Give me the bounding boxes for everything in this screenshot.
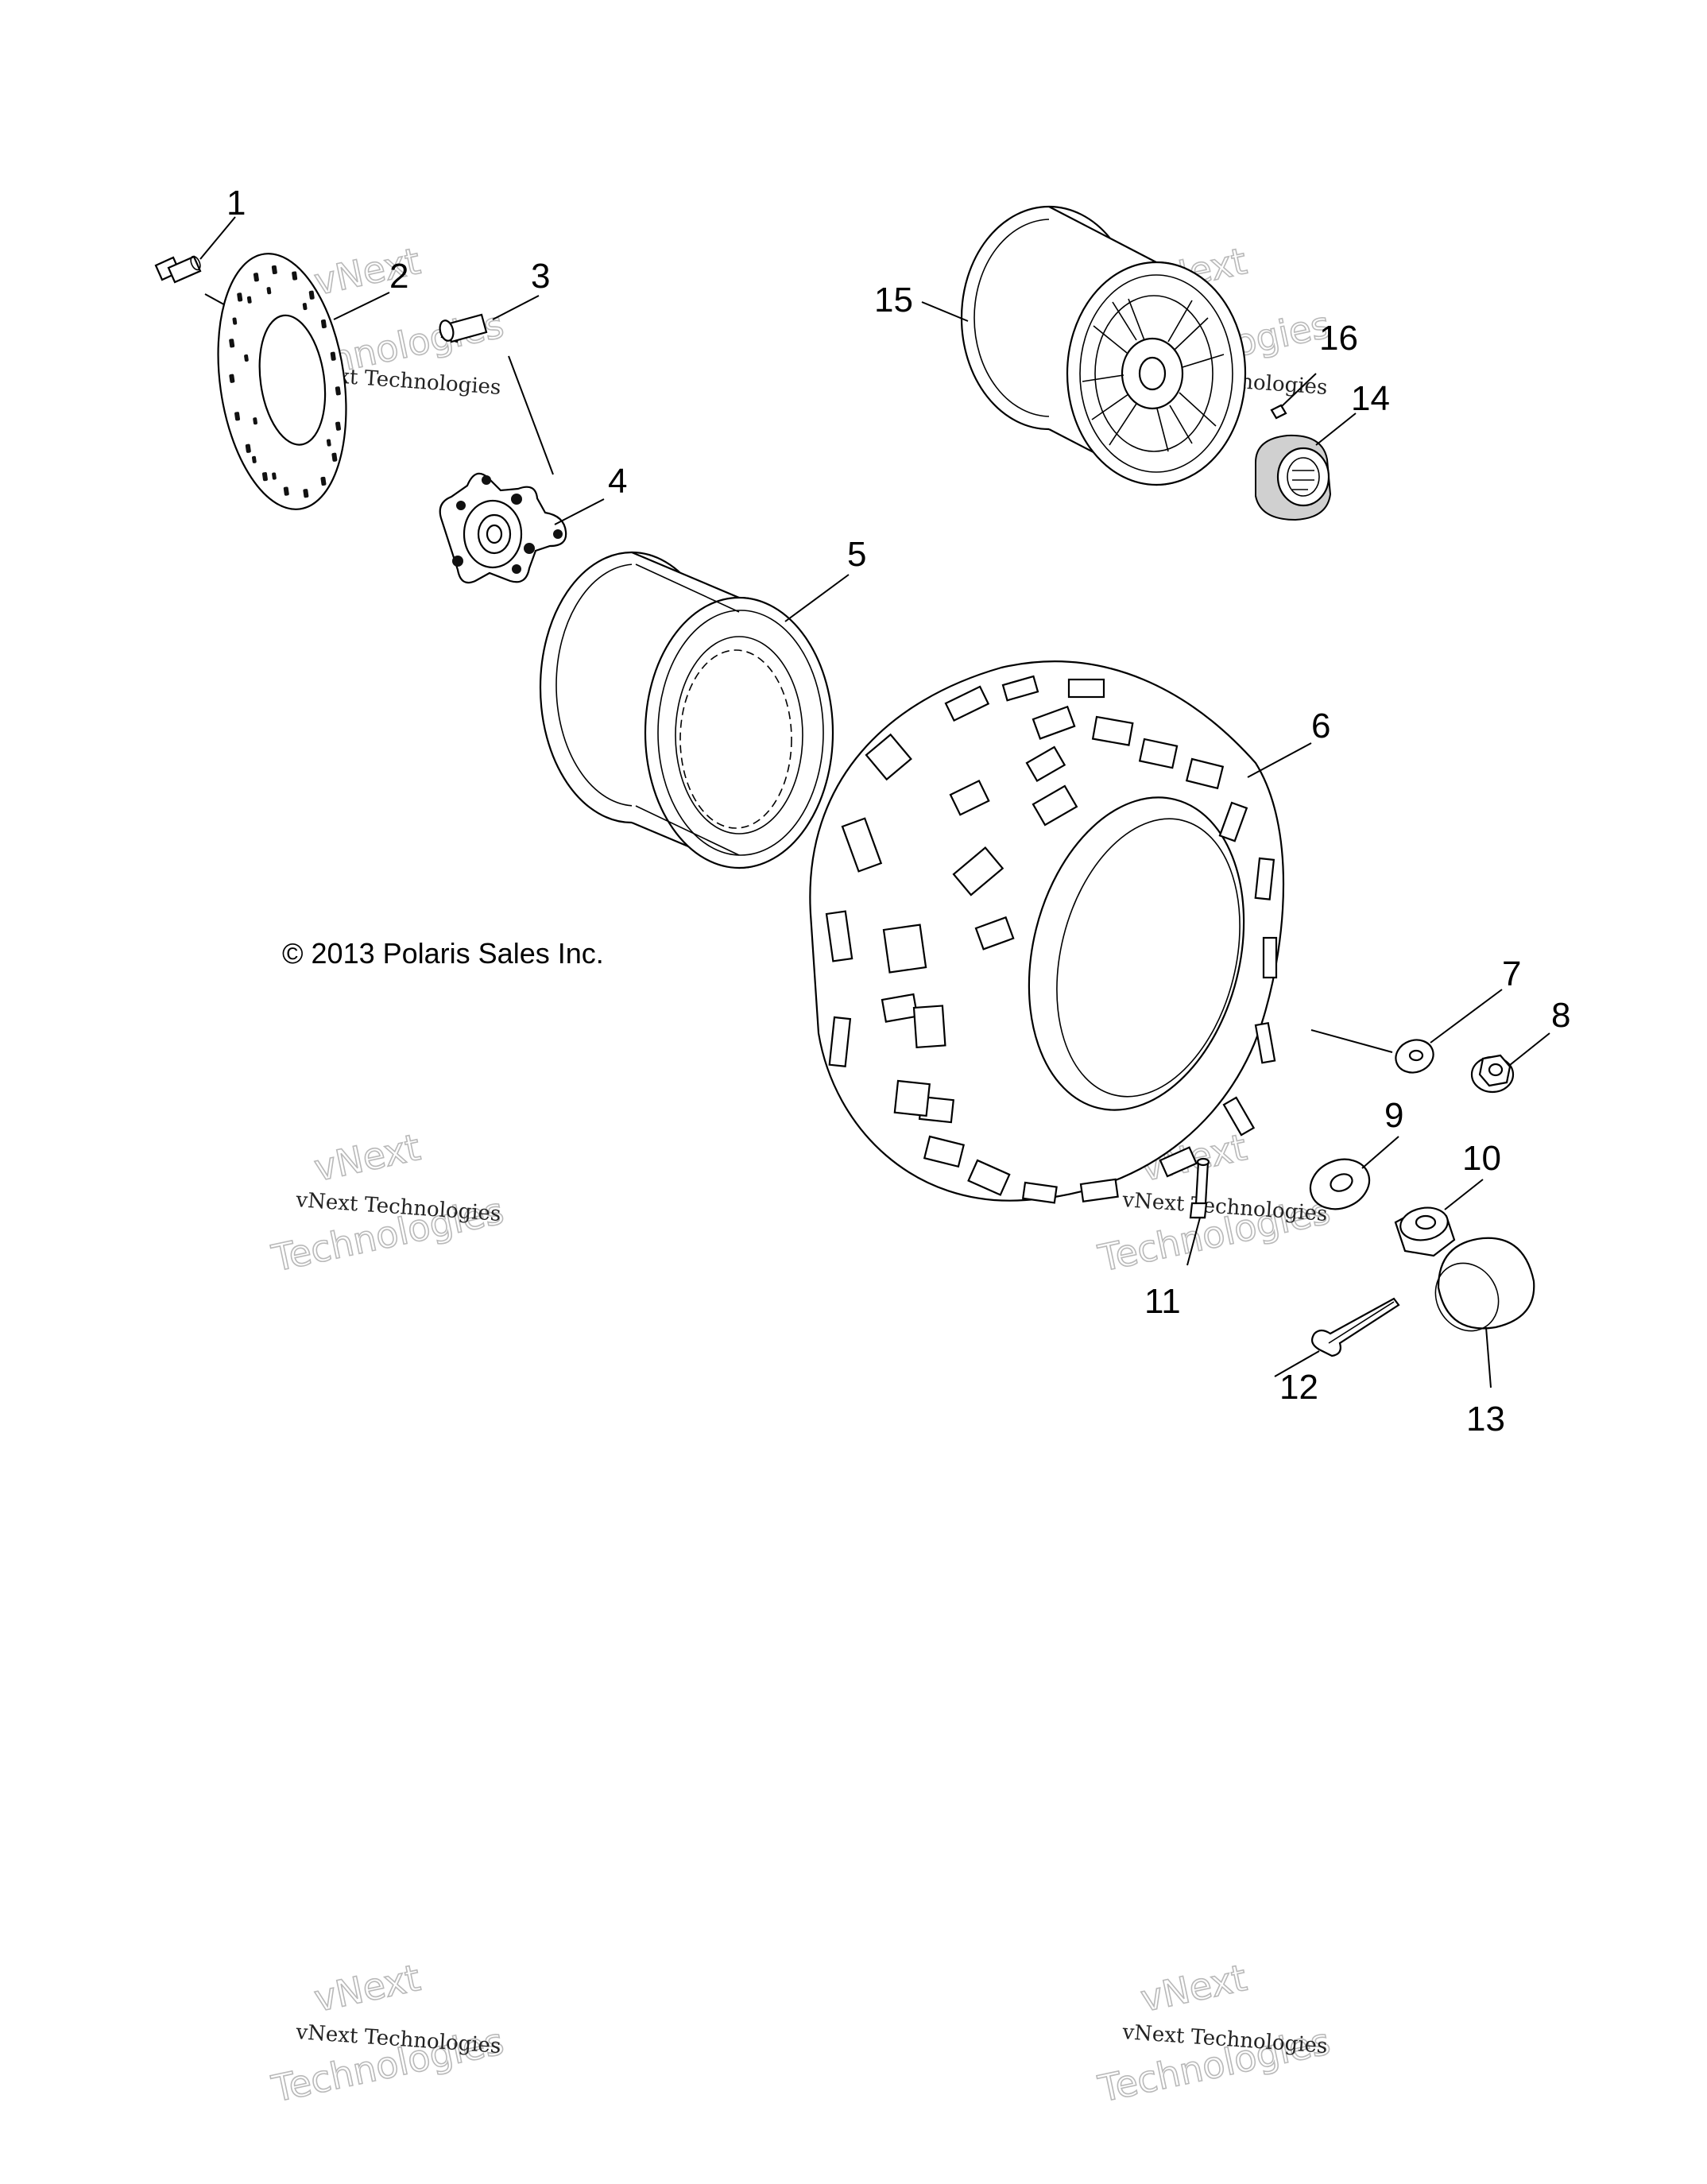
leader-line-9: [1361, 1136, 1399, 1169]
callout-8: 8: [1551, 996, 1570, 1035]
callout-1: 1: [226, 184, 246, 223]
part-2-brake-disc: [217, 253, 347, 510]
callout-2: 2: [389, 257, 408, 296]
svg-text:vNext: vNext: [1137, 1956, 1251, 2020]
callout-3: 3: [531, 257, 550, 296]
part-15-rear-rim: [960, 205, 1247, 486]
leader-line-16: [1280, 373, 1317, 408]
leader-line-14: [1315, 412, 1357, 446]
leader-line-3: [492, 295, 540, 320]
callout-11: 11: [1144, 1282, 1181, 1321]
leader-line-15: [921, 301, 969, 322]
part-6-tire: [809, 660, 1285, 1204]
callout-12: 12: [1279, 1368, 1318, 1407]
leader-line-8: [1509, 1032, 1550, 1066]
callout-10: 10: [1462, 1139, 1501, 1178]
callout-14: 14: [1351, 379, 1390, 418]
part-16-valve: [1270, 404, 1287, 420]
svg-text:vNext: vNext: [311, 1956, 424, 2020]
copyright-text: © 2013 Polaris Sales Inc.: [282, 937, 604, 970]
part-7-washer: [1395, 1039, 1434, 1074]
part-5-front-rim: [539, 551, 834, 869]
leader-line-12: [1274, 1350, 1320, 1377]
leader-line-11: [1186, 1217, 1201, 1266]
svg-text:vNext: vNext: [311, 1125, 424, 1190]
leader-line-6: [1247, 742, 1312, 778]
part-11-valve-stem: [1189, 1157, 1210, 1219]
part-4-hub: [439, 472, 567, 584]
part-9-washer: [1309, 1158, 1371, 1210]
callout-5: 5: [847, 535, 866, 574]
leader-line-2: [333, 292, 390, 320]
leader-line-5: [784, 574, 850, 622]
part-12-cotter-pin: [1310, 1297, 1400, 1357]
callout-4: 4: [608, 462, 627, 501]
leader-line-7: [1310, 1029, 1393, 1053]
leader-line-7b: [1430, 989, 1503, 1044]
part-3-stud: [439, 313, 488, 343]
leader-line-1: [199, 216, 236, 260]
part-10-castle-nut: [1394, 1206, 1456, 1257]
callout-16: 16: [1319, 319, 1358, 358]
part-14-center-cap: [1255, 434, 1332, 521]
callout-13: 13: [1466, 1400, 1505, 1439]
callout-7: 7: [1502, 955, 1521, 993]
callout-9: 9: [1384, 1096, 1403, 1135]
part-8-flange-nut: [1470, 1054, 1515, 1094]
callout-15: 15: [874, 281, 913, 319]
leader-line-13: [1485, 1326, 1492, 1388]
callout-6: 6: [1311, 707, 1330, 745]
leader-line-10: [1444, 1179, 1484, 1210]
part-13-hub-cap: [1434, 1237, 1535, 1332]
leader-line-4: [554, 498, 605, 525]
part-1-bolt: [154, 255, 202, 284]
leader-line-3b: [508, 355, 554, 475]
